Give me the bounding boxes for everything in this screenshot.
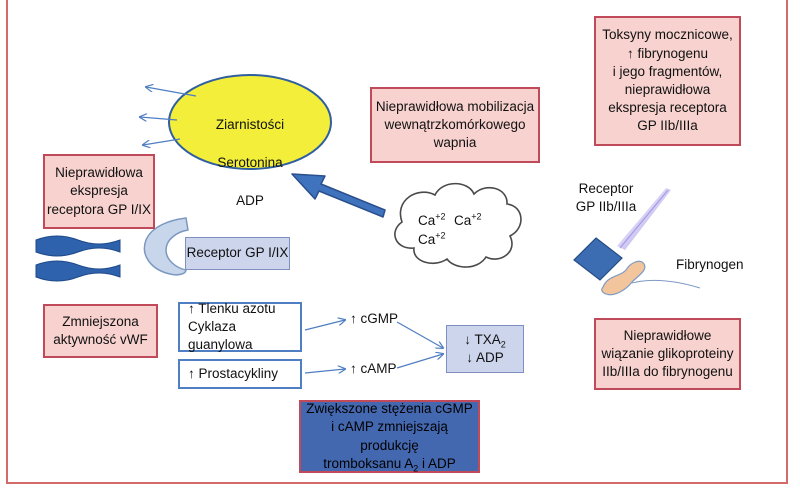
- granules-text: Ziarnistości Serotonina ADP: [200, 96, 300, 229]
- calcium-base-2: Ca: [454, 213, 472, 228]
- fibrinogen-tail: [631, 279, 701, 289]
- txa-base: ↓ TXA: [464, 331, 501, 347]
- calcium-base-1: Ca: [418, 213, 436, 228]
- granules-line-1: Ziarnistości: [215, 117, 285, 132]
- arrow-prostacyclin-to-camp: [304, 369, 345, 373]
- membrane-strip-top: [35, 235, 121, 257]
- membrane-strip-bottom: [35, 260, 121, 282]
- calcium-charge-1: +2: [435, 211, 446, 222]
- txa-line: ↓ TXA2: [464, 331, 506, 349]
- nitric-oxide-line: ↑ Tlenku azotu: [188, 300, 276, 316]
- prostacyclin-box: ↑ Prostacykliny: [178, 359, 302, 389]
- arrow-camp-to-txa: [396, 354, 443, 369]
- receptor-gp19-box: Receptor GP I/IX: [185, 237, 290, 270]
- adp-line: ↓ ADP: [466, 350, 504, 365]
- granules-line-3: ADP: [236, 193, 264, 208]
- calcium-cloud: [394, 182, 522, 268]
- summary-line-2: i cAMP zmniejszają produkcję: [331, 419, 448, 453]
- summary-sub: 2: [413, 463, 419, 474]
- gp2b3a-receptor-shape: [573, 237, 623, 281]
- summary-line-3a: tromboksanu A: [323, 455, 414, 471]
- txa-sub: 2: [500, 339, 506, 350]
- summary-box: Zwiększone stężenia cGMP i cAMP zmniejsz…: [299, 400, 480, 473]
- gp2b3a-beam-core: [619, 189, 669, 249]
- summary-line-1: Zwiększone stężenia cGMP: [306, 401, 473, 417]
- mobilization-arrow: [291, 173, 386, 218]
- txa-adp-box: ↓ TXA2 ↓ ADP: [446, 325, 524, 373]
- cgmp-label: ↑ cGMP: [350, 311, 399, 326]
- fibrinogen-label: Fibrynogen: [676, 257, 744, 272]
- vwf-activity-box: Zmniejszona aktywność vWF: [43, 304, 158, 358]
- nitric-oxide-box: ↑ Tlenku azotu Cyklaza guanylowa: [178, 300, 302, 353]
- summary-line-3b: i ADP: [418, 455, 456, 471]
- calcium-mobilization-box: Nieprawidłowa mobilizacja wewnątrzkomórk…: [370, 87, 540, 163]
- release-arrow-3: [143, 138, 181, 145]
- granules-ellipse: [168, 74, 332, 170]
- granules-line-2: Serotonina: [217, 155, 283, 170]
- calcium-label-1: Ca+2: [418, 212, 446, 230]
- gp19-expression-box: Nieprawidłowa ekspresja receptora GP I/I…: [43, 154, 155, 229]
- camp-label: ↑ cAMP: [350, 361, 397, 376]
- calcium-label-2: Ca+2: [454, 212, 482, 230]
- summary-line-3: tromboksanu A2 i ADP: [323, 455, 456, 473]
- arrow-no-to-cgmp: [304, 320, 345, 331]
- binding-box: Nieprawidłowe wiązanie glikoproteiny IIb…: [594, 318, 741, 390]
- arrow-cgmp-to-txa: [396, 321, 443, 348]
- gp19-receptor-shape: [143, 217, 189, 276]
- frame: [6, 0, 788, 484]
- calcium-charge-2: +2: [471, 211, 482, 222]
- uremic-toxins-box: Toksyny mocznicowe, ↑ fibrynogenu i jego…: [594, 16, 741, 146]
- release-arrow-2: [140, 117, 178, 120]
- guanylate-cyclase-line: Cyklaza guanylowa: [188, 318, 253, 353]
- receptor-gp2b3a-label: Receptor GP IIb/IIIa: [575, 181, 637, 215]
- release-arrow-1: [146, 87, 197, 97]
- calcium-base-3: Ca: [418, 232, 436, 247]
- calcium-label-3: Ca+2: [418, 231, 446, 249]
- calcium-charge-3: +2: [435, 230, 446, 241]
- fibrinogen-shape: [601, 260, 646, 296]
